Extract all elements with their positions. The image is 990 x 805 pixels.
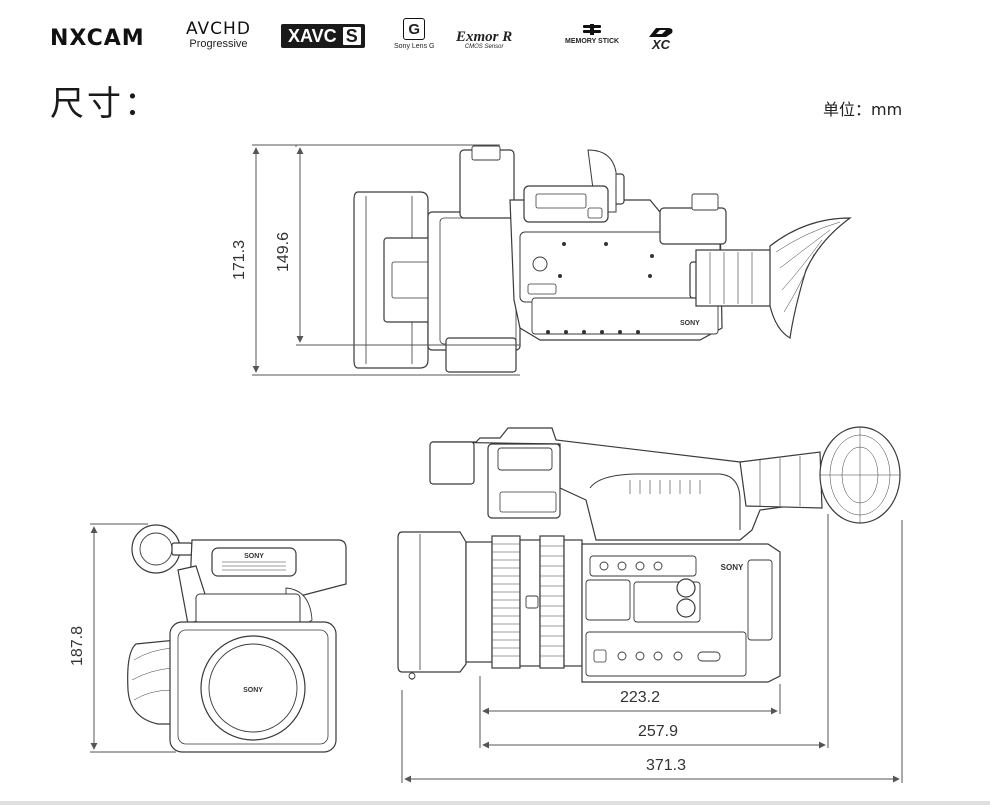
side-view: SONY — [397, 426, 901, 683]
avchd-logo: AVCHD Progressive — [186, 20, 251, 51]
xavc-s-logo: XAVC S — [281, 24, 365, 48]
g-lens-icon: G — [403, 18, 426, 40]
side-mic-holder — [429, 441, 475, 485]
dim-front-height: 187.8 — [69, 626, 86, 666]
side-button-lower — [676, 598, 696, 618]
nxcam-logo: NXCAM — [50, 26, 145, 51]
dim-top-outer-height: 171.3 — [231, 240, 248, 280]
front-view-dimensions — [90, 523, 176, 753]
side-lens-front — [465, 541, 493, 663]
sdxc-text: XC — [651, 37, 671, 52]
side-lens-hood — [397, 531, 467, 673]
side-switch-panel — [585, 579, 631, 621]
memory-stick-logo: MEMORY STICK — [565, 24, 619, 45]
avchd-progressive-text: Progressive — [189, 38, 248, 50]
side-lcd-edge — [747, 559, 773, 641]
dim-len-mid: 257.9 — [638, 723, 678, 740]
sdxc-logo: XC — [646, 25, 676, 51]
top-vf-tube — [695, 249, 777, 307]
xavc-text: XAVC — [288, 25, 337, 46]
side-iris-ring — [563, 539, 583, 667]
xavc-s-text: S — [342, 27, 361, 45]
front-view: SONY SONY — [127, 524, 347, 753]
top-brand-label: SONY — [680, 320, 700, 327]
side-focus-ring — [491, 535, 521, 669]
page-title: 尺寸： — [50, 84, 161, 124]
dim-top-inner-height: 149.6 — [275, 232, 292, 272]
unit-label: 单位：mm — [823, 100, 903, 119]
avchd-logo-text: AVCHD — [186, 19, 251, 39]
side-lower-panel — [585, 631, 747, 677]
front-handle-brand: SONY — [244, 553, 264, 560]
front-grip — [127, 639, 177, 725]
g-lens-text: Sony Lens G — [394, 43, 435, 50]
exmor-r-logo: Exmor R CMOS Sensor — [456, 29, 513, 51]
sd-icon — [649, 28, 673, 37]
memory-stick-icon — [583, 24, 602, 35]
side-g-badge — [525, 595, 539, 609]
top-vf-base — [659, 207, 727, 245]
dim-len-full: 371.3 — [646, 757, 686, 774]
cmos-sensor-text: CMOS Sensor — [464, 44, 504, 50]
side-vf-tube — [739, 451, 823, 509]
top-base — [531, 297, 719, 335]
side-brand-label: SONY — [721, 563, 744, 572]
top-lens-bottom — [445, 337, 517, 373]
g-lens-logo: G Sony Lens G — [394, 18, 434, 50]
side-view-dimensions — [401, 514, 903, 783]
side-button-upper — [676, 578, 696, 598]
logo-strip: NXCAM AVCHD Progressive XAVC S G Sony Le… — [0, 0, 990, 62]
front-lens-brand: SONY — [243, 687, 263, 694]
bottom-divider — [0, 801, 990, 805]
exmor-r-text: Exmor R — [456, 29, 513, 45]
top-view: SONY — [353, 145, 852, 373]
memory-stick-text: MEMORY STICK — [565, 38, 620, 45]
dim-len-short: 223.2 — [620, 689, 660, 706]
top-view-dimensions — [252, 144, 520, 376]
top-eyecup — [769, 217, 852, 339]
